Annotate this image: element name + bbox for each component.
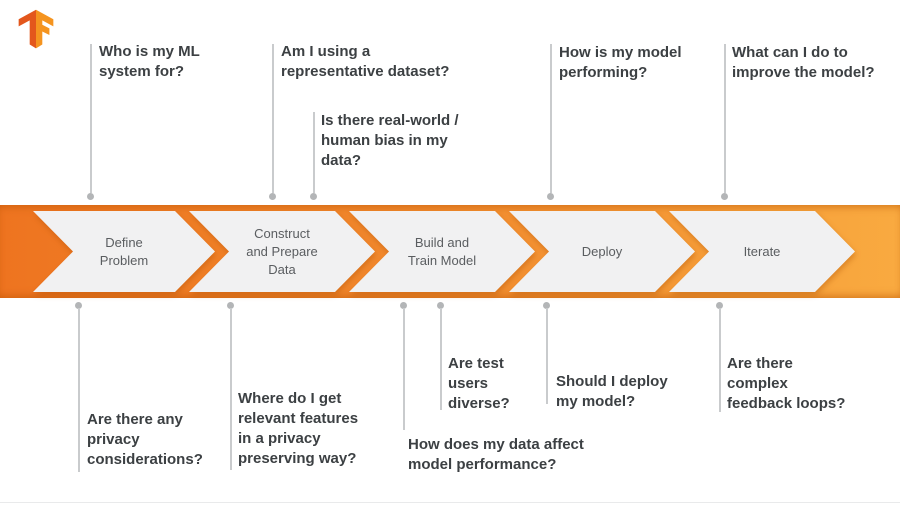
stage-label: Deploy [581,243,623,259]
connector-line [719,308,721,412]
connector-dot [543,302,550,309]
connector-line [230,308,232,470]
question-human-bias: Is there real-world / human bias in my d… [321,112,459,169]
stage-label: Iterate [743,243,781,259]
question-ml-system-for: Who is my ML system for? [99,43,200,80]
connector-line [724,44,726,193]
connector-dot [721,193,728,200]
process-band: Define Problem Construct and Prepare Dat… [0,205,900,298]
connector-dot [437,302,444,309]
connector-line [78,308,80,472]
question-relevant-features: Where do I get relevant features in a pr… [238,390,359,467]
footer-divider [0,502,900,503]
connector-line [440,308,442,410]
question-model-performing: How is my model performing? [559,44,682,81]
stage-iterate: Iterate [669,211,855,292]
connector-line [313,112,315,193]
question-representative-dataset: Am I using a representative dataset? [281,43,450,80]
connector-dot [227,302,234,309]
question-improve-model: What can I do to improve the model? [732,44,875,81]
question-feedback-loops: Are there complex feedback loops? [727,355,846,412]
connector-line [90,44,92,193]
connector-dot [75,302,82,309]
connector-line [403,308,405,430]
stage-construct-prepare-data: Construct and Prepare Data [189,211,375,292]
question-test-users-diverse: Are test users diverse? [448,355,510,412]
stage-deploy: Deploy [509,211,695,292]
connector-dot [547,193,554,200]
stage-label: Construct and Prepare Data [246,225,318,277]
connector-dot [269,193,276,200]
stage-define-problem: Define Problem [33,211,215,292]
stage-build-train-model: Build and Train Model [349,211,535,292]
connector-dot [310,193,317,200]
connector-line [272,44,274,193]
connector-dot [400,302,407,309]
stage-label: Define Problem [99,234,149,268]
tensorflow-logo [18,9,54,49]
connector-line [550,44,552,193]
stage-label: Build and Train Model [407,234,477,268]
connector-dot [87,193,94,200]
question-should-deploy: Should I deploy my model? [556,373,668,410]
question-privacy-considerations: Are there any privacy considerations? [87,411,203,468]
question-data-affect-performance: How does my data affect model performanc… [408,436,584,473]
connector-dot [716,302,723,309]
connector-line [546,308,548,404]
